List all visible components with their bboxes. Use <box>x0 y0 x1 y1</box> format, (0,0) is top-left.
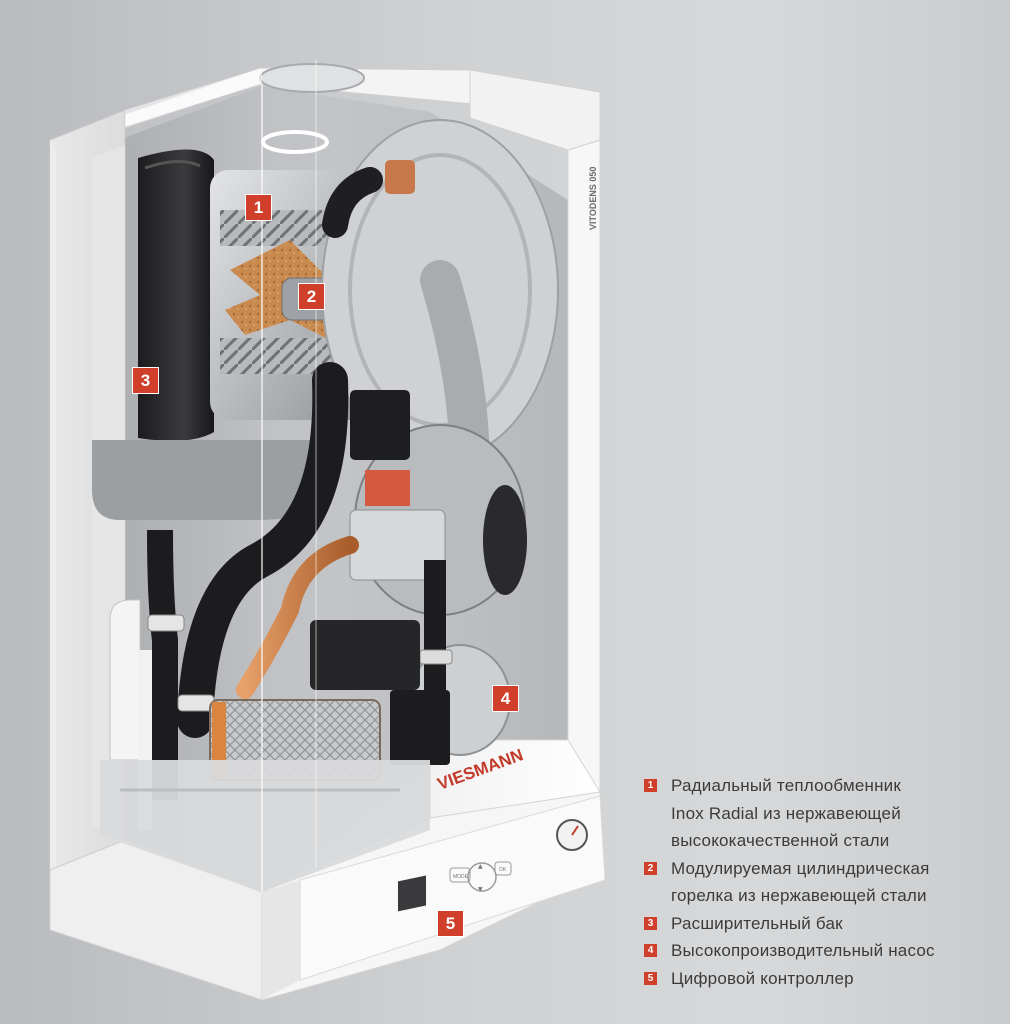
legend-badge: 2 <box>644 861 657 875</box>
legend-item-3: 3 Расширительный бак <box>644 910 1004 938</box>
flue-collar <box>259 63 365 93</box>
legend-text: Модулируемая цилиндрическая горелка из н… <box>671 855 930 910</box>
legend-text: Радиальный теплообменник Inox Radial из … <box>671 772 901 855</box>
legend-line: Высокопроизводительный насос <box>671 941 935 960</box>
marker-heat-exchanger: 1 <box>245 194 272 221</box>
legend-line: высококачественной стали <box>671 831 890 850</box>
return-pipe <box>147 529 178 800</box>
nav-dial <box>467 862 497 892</box>
legend-text: Расширительный бак <box>671 910 843 938</box>
side-model-label: VITODENS 050 <box>588 167 598 230</box>
ignition-module <box>350 390 410 460</box>
svg-text:▲: ▲ <box>478 863 483 870</box>
control-panel-face <box>299 795 606 981</box>
legend-line: Радиальный теплообменник <box>671 776 901 795</box>
marker-pump: 4 <box>492 685 519 712</box>
legend-text: Цифровой контроллер <box>671 965 854 993</box>
flue-hose <box>177 362 349 738</box>
legend-line: Модулируемая цилиндрическая <box>671 858 930 878</box>
legend-item-4: 4 Высокопроизводительный насос <box>644 937 1004 965</box>
pump-controls <box>310 620 420 690</box>
legend-line: горелка из нержавеющей стали <box>671 886 927 905</box>
copper-pipe <box>236 536 359 699</box>
expansion-tank <box>138 149 214 441</box>
pump-head <box>390 690 450 765</box>
legend-badge: 4 <box>644 944 657 957</box>
marker-controller: 5 <box>437 910 464 937</box>
legend-item-5: 5 Цифровой контроллер <box>644 965 1004 993</box>
condensate-siphon <box>109 599 141 761</box>
legend: 1 Радиальный теплообменник Inox Radial и… <box>644 772 1004 992</box>
marker-expansion-tank: 3 <box>132 367 159 394</box>
legend-text: Высокопроизводительный насос <box>671 937 935 965</box>
ok-button <box>494 861 512 876</box>
svg-text:▼: ▼ <box>478 886 483 893</box>
connection-manifold <box>100 760 430 892</box>
legend-line: Расширительный бак <box>671 913 843 933</box>
legend-item-1: 1 Радиальный теплообменник Inox Radial и… <box>644 772 1004 855</box>
mode-button-label: MODE <box>453 874 469 880</box>
air-elbow <box>322 167 383 238</box>
casing-right-panel <box>567 139 601 794</box>
condensate-tray <box>92 440 330 520</box>
ok-button-label: OK <box>499 867 507 873</box>
legend-line: Inox Radial из нержавеющей <box>671 803 901 823</box>
legend-badge: 3 <box>644 916 657 930</box>
mode-button <box>449 867 471 883</box>
legend-badge: 5 <box>644 971 657 985</box>
marker-burner: 2 <box>298 283 325 310</box>
legend-item-2: 2 Модулируемая цилиндрическая горелка из… <box>644 855 1004 910</box>
legend-badge: 1 <box>644 779 657 792</box>
legend-line: Цифровой контроллер <box>671 968 854 988</box>
control-display <box>398 875 426 912</box>
